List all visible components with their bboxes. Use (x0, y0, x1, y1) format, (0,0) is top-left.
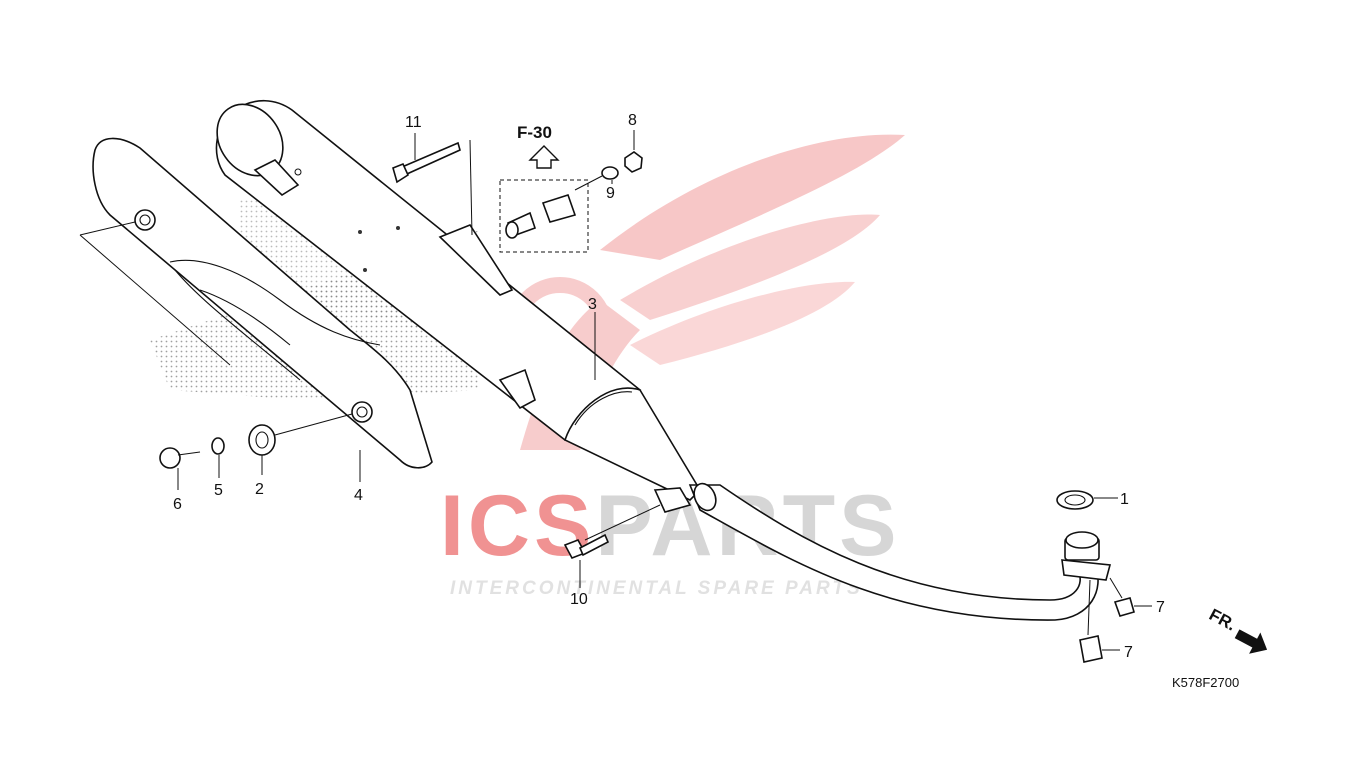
gasket-1 (1056, 490, 1094, 510)
callout-6: 6 (173, 496, 182, 513)
callout-8: 8 (628, 112, 637, 129)
watermark-tagline: INTERCONTINENTAL SPARE PARTS (450, 578, 863, 599)
up-arrow-icon (528, 145, 560, 169)
callout-4: 4 (354, 487, 363, 504)
heat-shield (79, 137, 433, 469)
shield-clip (253, 159, 300, 197)
front-bracket (438, 224, 514, 296)
callout-11: 11 (405, 114, 422, 131)
callout-1: 1 (1120, 491, 1129, 508)
callout-9: 9 (606, 185, 615, 202)
mount-kit-box (499, 179, 589, 253)
callout-2: 2 (255, 481, 264, 498)
direction-label: FR. (1206, 605, 1239, 635)
direction-indicator: FR. (1206, 605, 1268, 654)
front-arrow-icon (1234, 629, 1268, 654)
diagram-code: K578F2700 (1172, 675, 1239, 690)
nut-7-lower (1079, 635, 1103, 663)
pipe-bracket (653, 487, 692, 513)
bolt-10 (563, 504, 661, 559)
callout-5: 5 (214, 482, 223, 499)
nut-7-upper (1113, 597, 1135, 617)
rear-bracket (498, 368, 536, 410)
hardware-left (159, 413, 353, 469)
callout-7-upper: 7 (1156, 599, 1165, 616)
leader-lines (177, 130, 1152, 651)
grommet-2 (248, 424, 276, 456)
collar-5 (211, 437, 225, 455)
washer-9 (601, 166, 619, 180)
reference-label: F-30 (517, 123, 552, 142)
screw-6 (159, 447, 181, 469)
nut-8 (624, 151, 643, 173)
callout-10: 10 (570, 591, 588, 608)
bolt-11 (392, 133, 473, 236)
muffler (215, 99, 702, 501)
callout-3: 3 (588, 296, 597, 313)
mount-kit (499, 145, 643, 253)
exhaust-pipe (653, 482, 1123, 636)
callout-7-lower: 7 (1124, 644, 1133, 661)
